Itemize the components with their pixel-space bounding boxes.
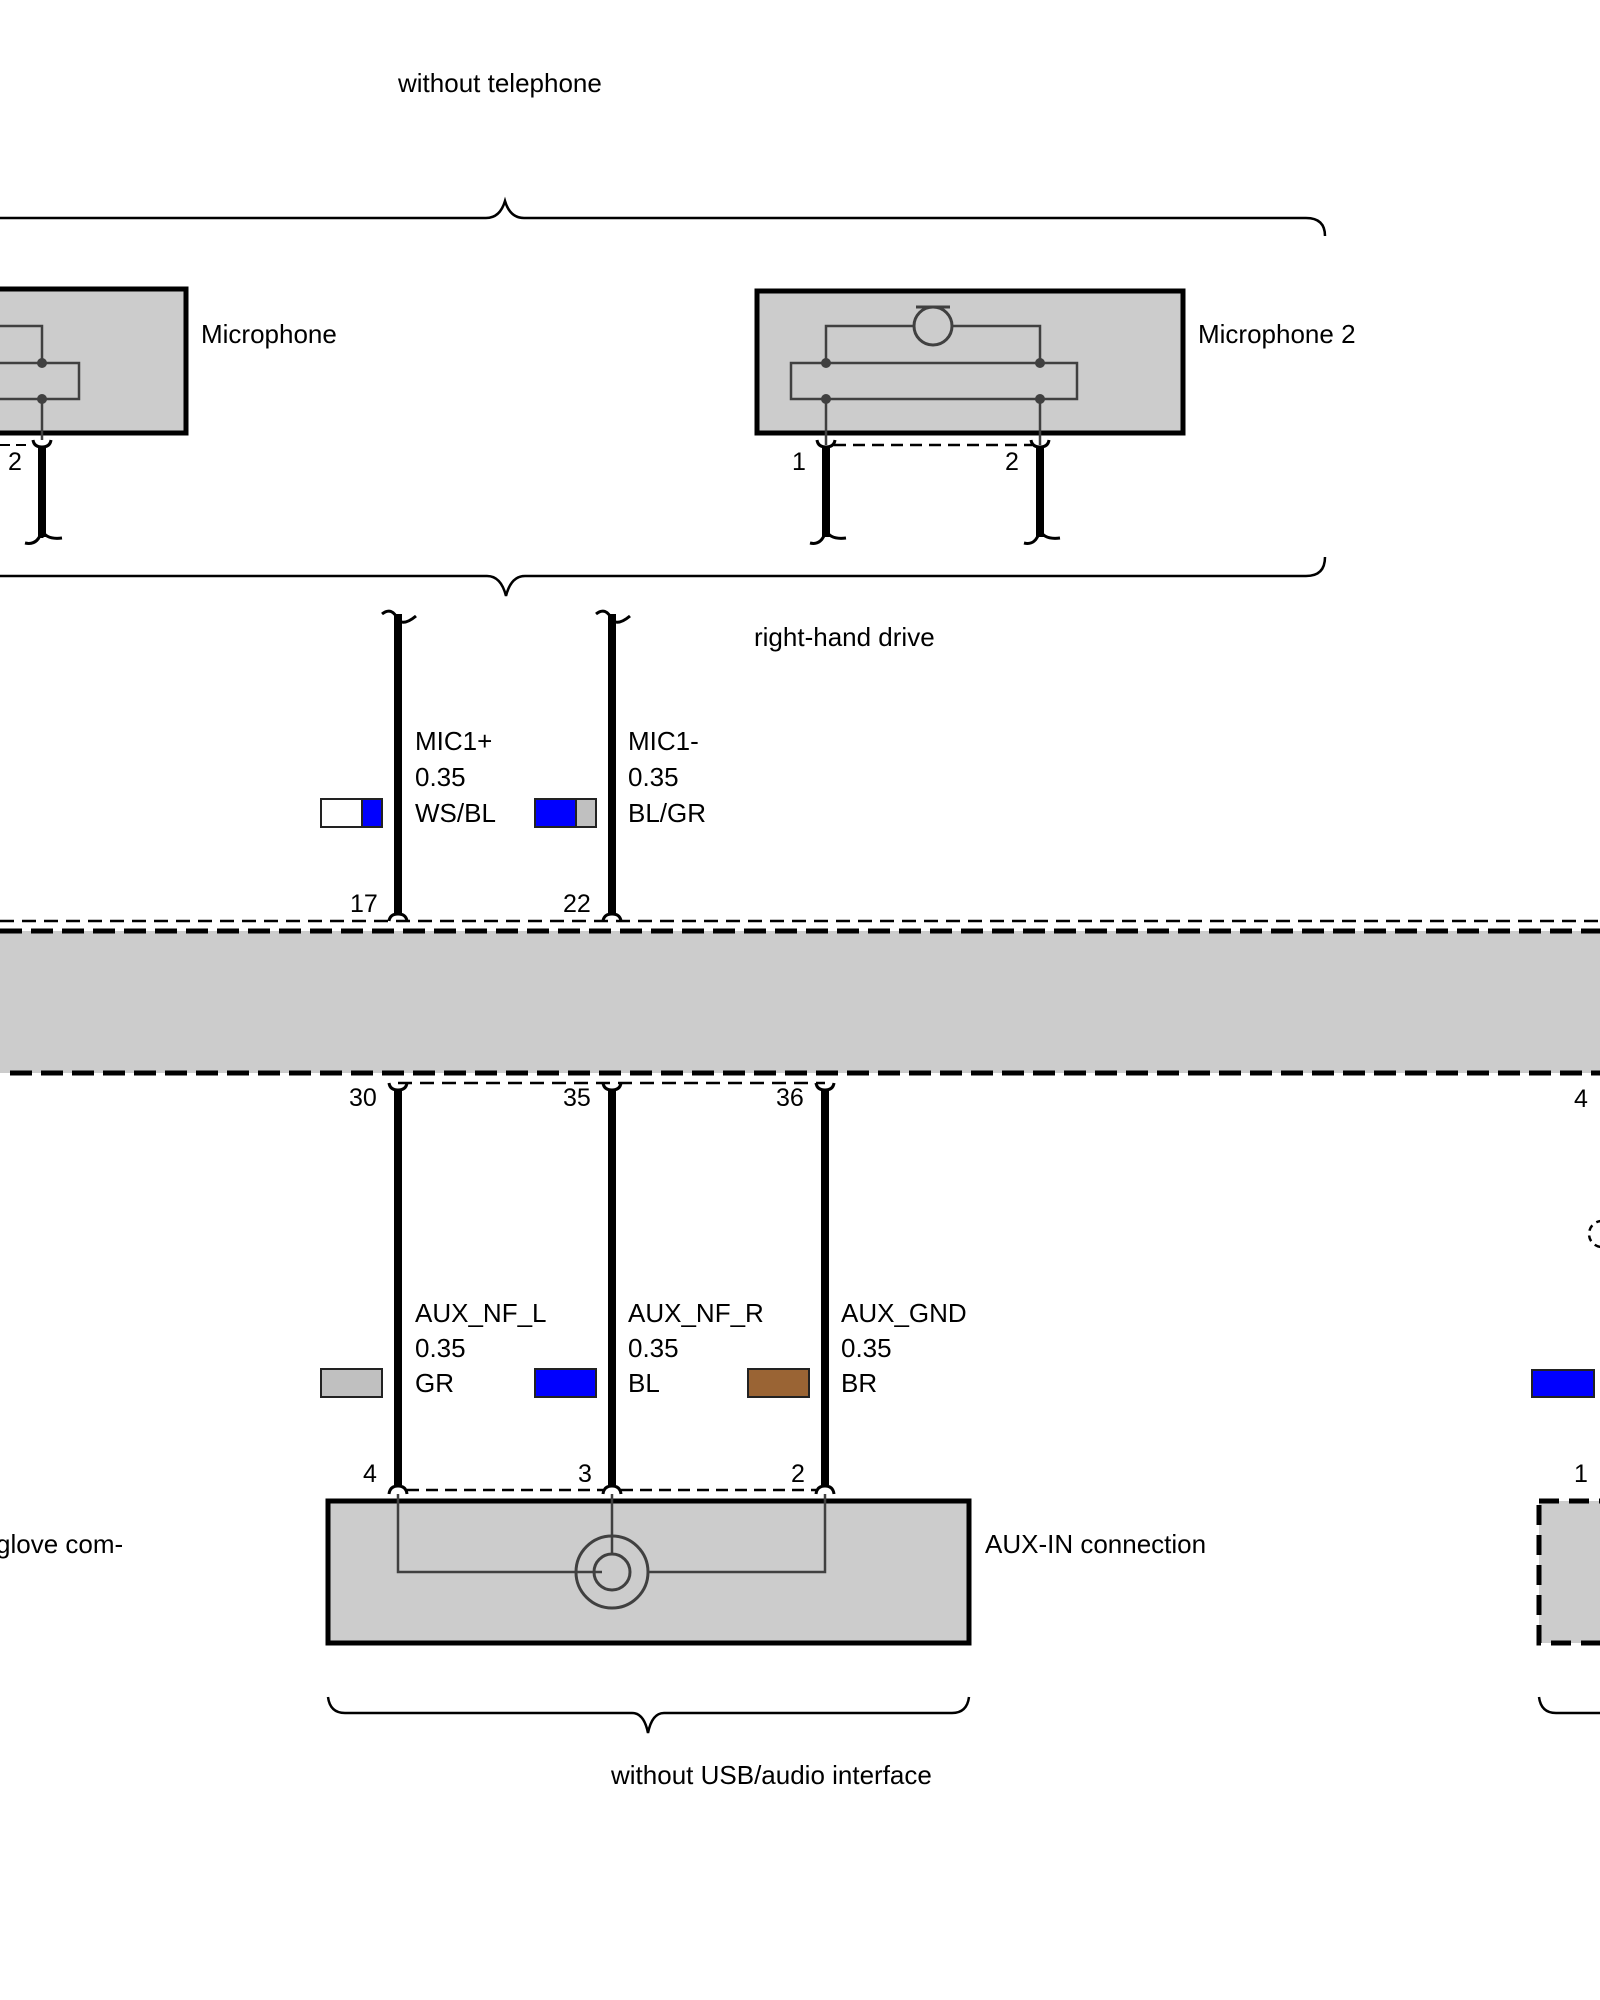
wire-aux-gnd-signal: AUX_GND <box>841 1298 967 1328</box>
wire-aux-nf-l-signal: AUX_NF_L <box>415 1298 547 1328</box>
wire-mic1-minus-signal: MIC1- <box>628 726 699 756</box>
microphone-pin-2: 2 <box>8 448 22 476</box>
right-connector-pin-1: 1 <box>1574 1460 1588 1488</box>
wire-mic1-plus-signal: MIC1+ <box>415 726 492 756</box>
microphone-2-label: Microphone 2 <box>1198 319 1356 349</box>
right-connector-shield-icon <box>1587 1219 1600 1249</box>
wire-mic1-minus <box>595 609 631 922</box>
control-unit-component <box>0 919 1600 1085</box>
wire-aux-gnd <box>814 1082 836 1495</box>
wire-mic1-minus-gauge: 0.35 <box>628 762 679 792</box>
right-connector-brace <box>1537 1696 1600 1715</box>
microphone-2-pin-1: 1 <box>792 448 806 476</box>
wire-aux-nf-r-color-code: BL <box>628 1368 660 1398</box>
brace-right-hand-drive <box>0 556 1327 597</box>
control-unit-pin-30: 30 <box>349 1084 377 1112</box>
microphone-2-pin-2: 2 <box>1005 448 1019 476</box>
right-connector-pin-4: 4 <box>1574 1085 1588 1113</box>
microphone-2-wire-2 <box>1023 439 1061 545</box>
audio-jack-icon <box>574 1534 650 1610</box>
control-unit-pin-22: 22 <box>563 890 591 918</box>
wire-aux-nf-l-color-code: GR <box>415 1368 454 1398</box>
microphone-wire-2-body <box>38 447 46 537</box>
wire-aux-nf-r <box>601 1082 623 1495</box>
brace-without-usb-audio <box>326 1696 971 1734</box>
control-unit-pin-36: 36 <box>776 1084 804 1112</box>
aux-in-pin-3: 3 <box>578 1460 592 1488</box>
aux-in-component <box>325 1494 972 1646</box>
aux-in-pin-4: 4 <box>363 1460 377 1488</box>
glovebox-component-label: glove com- <box>0 1529 123 1559</box>
microphone-2-wire-1 <box>809 439 847 545</box>
wire-aux-nf-r-gauge: 0.35 <box>628 1333 679 1363</box>
wire-aux-nf-l-gauge: 0.35 <box>415 1333 466 1363</box>
variant-label-without-usb-audio: without USB/audio interface <box>610 1760 932 1790</box>
microphone-2-component <box>754 288 1186 445</box>
wire-aux-nf-l-color-swatch <box>320 1368 383 1398</box>
wire-mic1-minus-color-swatch <box>534 798 597 828</box>
wire-mic1-plus <box>381 609 417 922</box>
right-connector-component <box>1536 1498 1600 1646</box>
aux-in-label: AUX-IN connection <box>985 1529 1206 1559</box>
control-unit-pin-35: 35 <box>563 1084 591 1112</box>
brace-without-telephone <box>0 196 1327 237</box>
wire-aux-nf-l <box>387 1082 409 1495</box>
variant-label-right-hand-drive: right-hand drive <box>754 622 935 652</box>
wire-mic1-plus-color-code: WS/BL <box>415 798 496 828</box>
microphone-component <box>0 286 189 440</box>
microphone-label: Microphone <box>201 319 337 349</box>
wire-mic1-plus-color-swatch <box>320 798 383 828</box>
right-connector-color-swatch <box>1531 1369 1595 1398</box>
wire-aux-gnd-color-code: BR <box>841 1368 877 1398</box>
wire-aux-nf-r-color-swatch <box>534 1368 597 1398</box>
wire-aux-gnd-color-swatch <box>747 1368 810 1398</box>
control-unit-pin-17: 17 <box>350 890 378 918</box>
wire-mic1-plus-gauge: 0.35 <box>415 762 466 792</box>
microphone-2-internal-circuit <box>789 324 1079 445</box>
aux-in-pin-2: 2 <box>791 1460 805 1488</box>
wire-mic1-minus-color-code: BL/GR <box>628 798 706 828</box>
wire-aux-gnd-gauge: 0.35 <box>841 1333 892 1363</box>
variant-label-without-telephone: without telephone <box>397 68 602 98</box>
wire-aux-nf-r-signal: AUX_NF_R <box>628 1298 764 1328</box>
